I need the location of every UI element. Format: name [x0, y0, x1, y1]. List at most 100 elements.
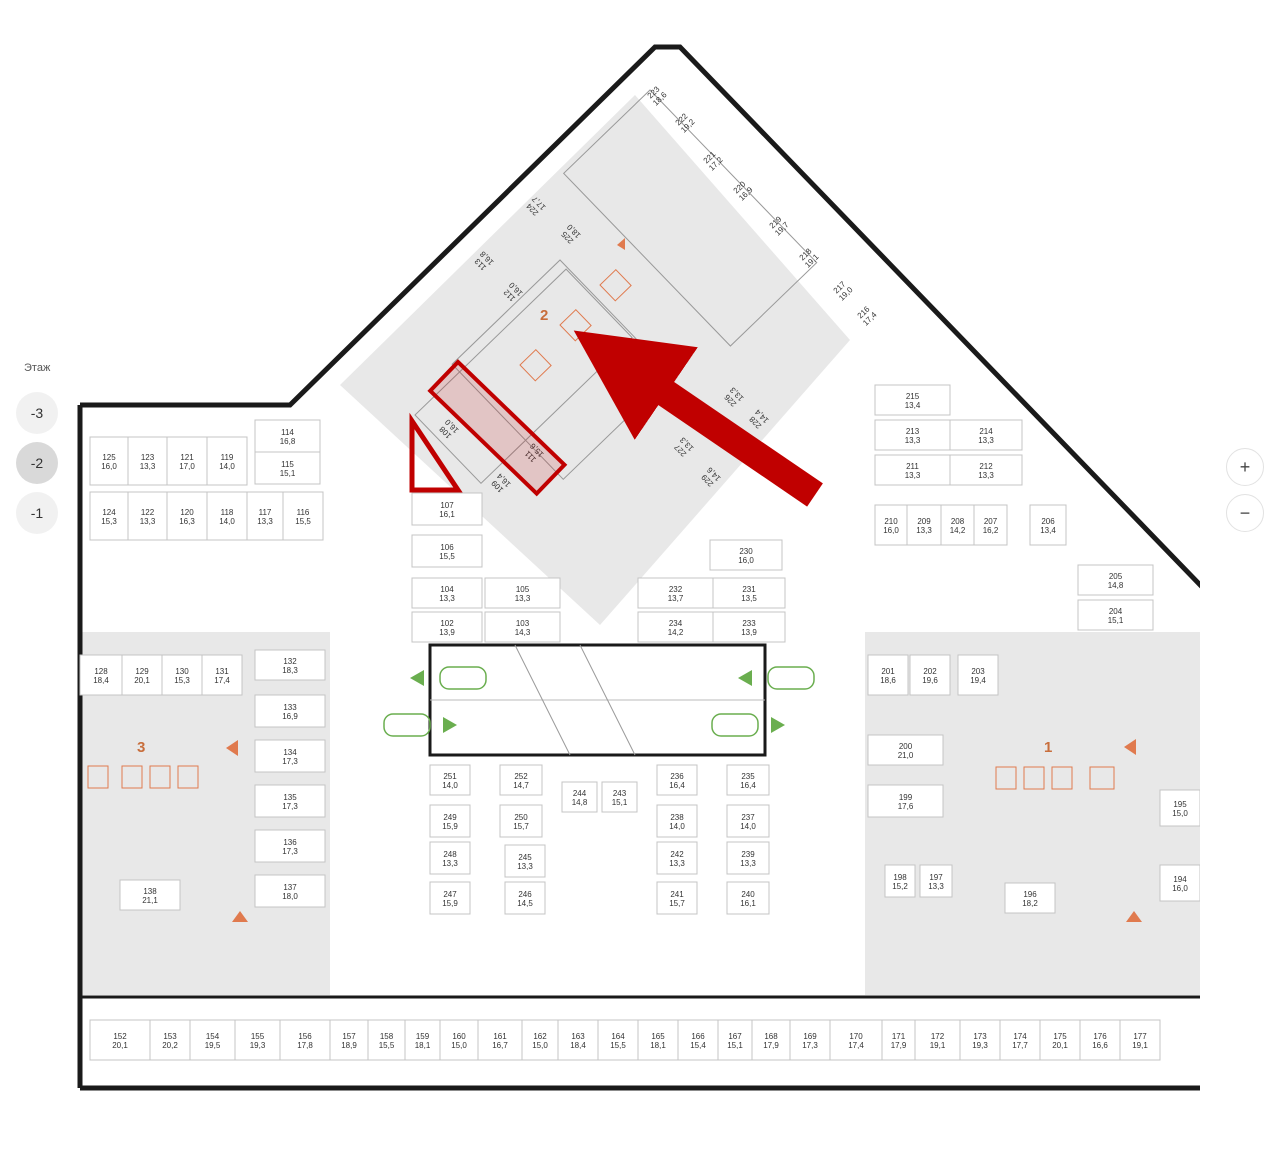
- floor-button-minus-2[interactable]: -2: [16, 442, 58, 484]
- floor-button-minus-1[interactable]: -1: [16, 492, 58, 534]
- zoom-out-button[interactable]: −: [1226, 494, 1264, 532]
- zoom-in-button[interactable]: +: [1226, 448, 1264, 486]
